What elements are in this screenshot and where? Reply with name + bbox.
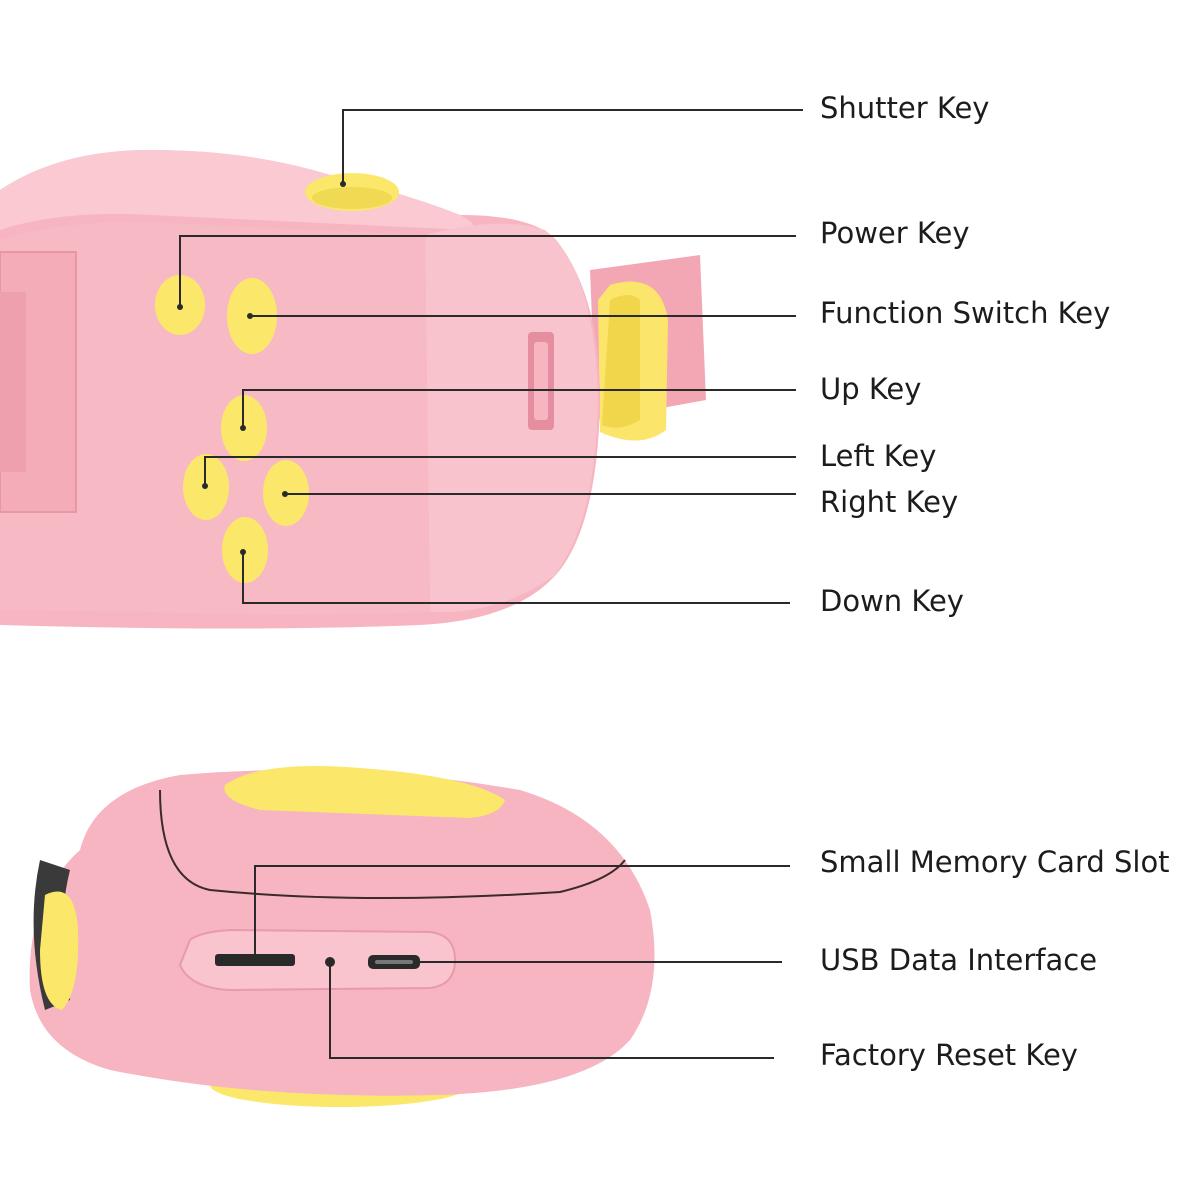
camera-bottom-view — [29, 766, 790, 1107]
leader-left-key — [204, 456, 796, 486]
label-left-key: Left Key — [820, 439, 937, 473]
body-seam — [159, 789, 626, 900]
bottom-top-key — [224, 766, 505, 818]
label-shutter-key: Shutter Key — [820, 91, 990, 125]
label-right-key: Right Key — [820, 485, 959, 519]
camera-top-view — [0, 109, 803, 629]
label-factory-reset-key: Factory Reset Key — [820, 1038, 1078, 1072]
screen-hinge — [0, 292, 26, 472]
label-down-key: Down Key — [820, 584, 964, 618]
label-memory-card-slot: Small Memory Card Slot — [820, 845, 1170, 879]
shutter-key-shadow — [312, 187, 392, 209]
leader-shutter-key — [342, 109, 803, 184]
camera-side-panel — [425, 223, 598, 613]
side-slot-inner — [534, 342, 548, 420]
usb-port-inner — [375, 960, 413, 964]
strap-clip-shadow — [602, 295, 640, 428]
label-up-key: Up Key — [820, 372, 922, 406]
leader-factory-reset-key — [329, 962, 774, 1059]
port-recess — [178, 928, 457, 992]
label-function-switch-key: Function Switch Key — [820, 296, 1111, 330]
leader-lines-bottom — [254, 865, 790, 1059]
label-usb-interface: USB Data Interface — [820, 943, 1098, 977]
leader-dots-top — [177, 181, 346, 555]
leader-down-key — [242, 552, 790, 604]
yellow-side-key — [40, 891, 79, 1010]
leader-lines-top — [179, 109, 803, 604]
leader-power-key — [179, 235, 796, 307]
leader-up-key — [242, 389, 796, 428]
leader-memory-card-slot — [254, 865, 790, 955]
label-power-key: Power Key — [820, 216, 970, 250]
camera-face — [0, 221, 430, 615]
memory-card-slot — [215, 954, 295, 966]
